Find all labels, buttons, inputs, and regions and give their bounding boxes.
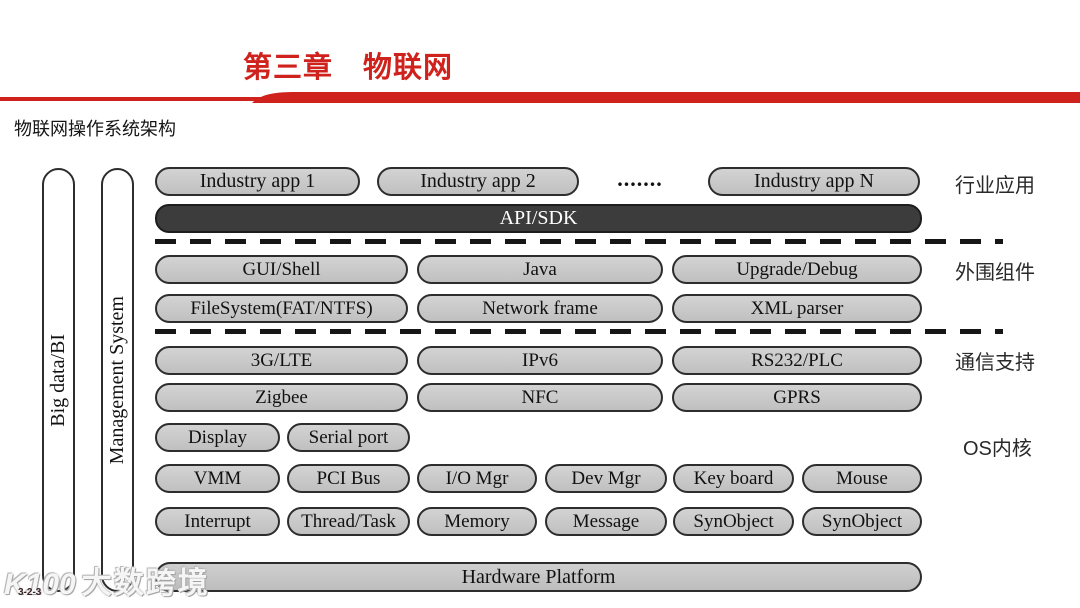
box-3g-lte: 3G/LTE xyxy=(155,346,408,375)
box-rs232-plc: RS232/PLC xyxy=(672,346,922,375)
box-key-board: Key board xyxy=(673,464,794,493)
pillar-label: Big data/BI xyxy=(47,333,69,427)
hardware-platform-bar: Hardware Platform xyxy=(155,562,922,592)
box-zigbee: Zigbee xyxy=(155,383,408,412)
api-sdk-bar: API/SDK xyxy=(155,204,922,233)
box-memory: Memory xyxy=(417,507,537,536)
box-industry-app-2: Industry app 2 xyxy=(377,167,579,196)
box-industry-app-1: Industry app 1 xyxy=(155,167,360,196)
box-serial-port: Serial port xyxy=(287,423,410,452)
box-synobject-1: SynObject xyxy=(673,507,794,536)
box-gprs: GPRS xyxy=(672,383,922,412)
page-title: 物联网操作系统架构 xyxy=(14,119,176,139)
slide-title: 第三章 物联网 xyxy=(243,52,454,84)
box-gui-shell: GUI/Shell xyxy=(155,255,408,284)
box-pci-bus: PCI Bus xyxy=(287,464,410,493)
box-thread-task: Thread/Task xyxy=(287,507,410,536)
box-network-frame: Network frame xyxy=(417,294,663,323)
section-label-os-kernel: OS内核 xyxy=(963,438,1032,460)
box-industry-app-n: Industry app N xyxy=(708,167,920,196)
section-label-industry-apps: 行业应用 xyxy=(955,175,1035,197)
box-mouse: Mouse xyxy=(802,464,922,493)
pillar-big-data-bi: Big data/BI xyxy=(42,168,75,592)
box-dev-mgr: Dev Mgr xyxy=(545,464,667,493)
section-label-peripheral: 外围组件 xyxy=(955,262,1035,284)
pillar-label: Management System xyxy=(106,295,128,465)
box-nfc: NFC xyxy=(417,383,663,412)
box-synobject-2: SynObject xyxy=(802,507,922,536)
box-display: Display xyxy=(155,423,280,452)
box-upgrade-debug: Upgrade/Debug xyxy=(672,255,922,284)
box-filesystem: FileSystem(FAT/NTFS) xyxy=(155,294,408,323)
box-java: Java xyxy=(417,255,663,284)
section-label-communication: 通信支持 xyxy=(955,352,1035,374)
box-message: Message xyxy=(545,507,667,536)
ellipsis-dots: ....... xyxy=(617,166,663,191)
dashed-separator-1 xyxy=(155,239,1003,244)
page-number: 3-2-3 xyxy=(18,587,42,598)
dashed-separator-2 xyxy=(155,329,1003,334)
box-xml-parser: XML parser xyxy=(672,294,922,323)
box-ipv6: IPv6 xyxy=(417,346,663,375)
pillar-management-system: Management System xyxy=(101,168,134,592)
box-io-mgr: I/O Mgr xyxy=(417,464,537,493)
box-interrupt: Interrupt xyxy=(155,507,280,536)
red-divider-swoosh xyxy=(0,92,1080,103)
box-vmm: VMM xyxy=(155,464,280,493)
